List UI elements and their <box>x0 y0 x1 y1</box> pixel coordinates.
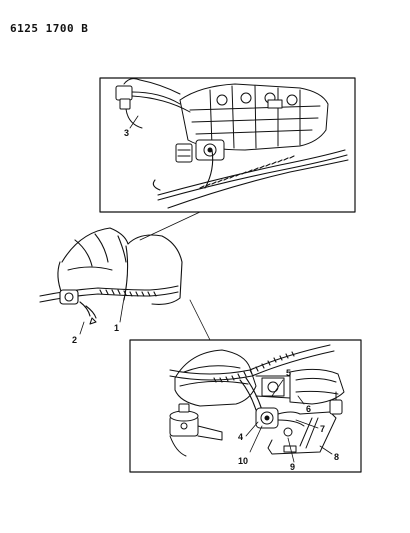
callout-10: 10 <box>238 456 248 466</box>
valve-assembly-drawing <box>255 391 343 455</box>
callout-1: 1 <box>114 323 119 333</box>
wiring-harness-bottom <box>169 344 335 411</box>
leader-line-top <box>139 211 201 241</box>
callout-6: 6 <box>306 404 311 414</box>
engine-cover-drawing <box>57 227 183 305</box>
wiring-harness-middle <box>39 285 179 325</box>
detail-panel-top: 3 <box>99 77 356 213</box>
master-cylinder-drawing <box>169 403 223 457</box>
leader-line-bottom <box>189 299 211 341</box>
sensor-connector-drawing <box>115 78 191 129</box>
callout-leaders-bottom <box>245 379 333 463</box>
callout-9: 9 <box>290 462 295 472</box>
engine-block-drawing <box>175 83 329 163</box>
callout-2: 2 <box>72 335 77 345</box>
callout-3: 3 <box>124 128 129 138</box>
wiring-harness-top <box>152 149 349 209</box>
callout-7: 7 <box>320 424 325 434</box>
intake-manifold-drawing <box>174 349 345 407</box>
callout-4: 4 <box>238 432 243 442</box>
callout-8: 8 <box>334 452 339 462</box>
detail-panel-bottom: 5 6 7 8 9 4 10 <box>129 339 362 473</box>
document-id: 6125 1700 B <box>10 22 89 35</box>
callout-5: 5 <box>286 368 291 378</box>
